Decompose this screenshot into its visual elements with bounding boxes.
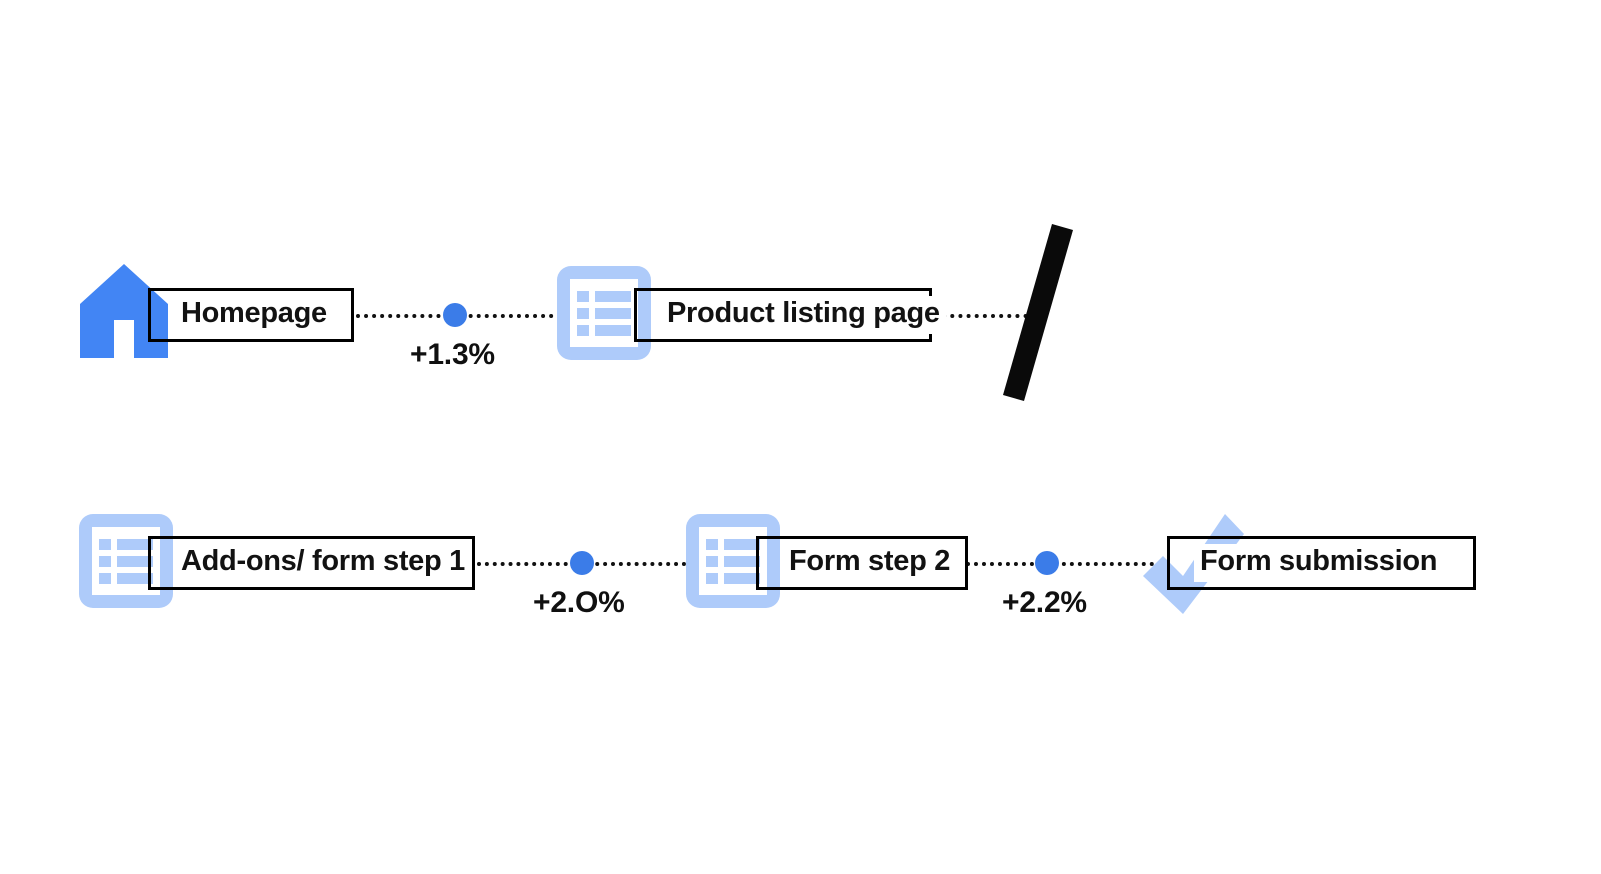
step-box-form-submission[interactable]: Form submission xyxy=(1167,536,1476,590)
home-icon xyxy=(78,262,170,358)
connector-dot-2 xyxy=(570,551,594,575)
delta-step1-to-step2: +2.O% xyxy=(533,586,625,619)
step-box-add-ons-form-step-1[interactable]: Add-ons/ form step 1 xyxy=(148,536,475,590)
connector-dot-1 xyxy=(443,303,467,327)
diagonal-slash-icon xyxy=(995,220,1085,405)
connector-plp-to-end xyxy=(934,314,1044,318)
delta-homepage-to-plp: +1.3% xyxy=(410,338,495,371)
step-label-form-submission: Form submission xyxy=(1194,544,1444,582)
connector-dot-3 xyxy=(1035,551,1059,575)
list-document-icon xyxy=(557,266,651,360)
step-box-form-step-2[interactable]: Form step 2 xyxy=(756,536,968,590)
step-box-homepage[interactable]: Homepage xyxy=(148,288,354,342)
step-label-product-listing-page: Product listing page xyxy=(661,296,946,334)
connector-homepage-to-plp xyxy=(356,314,642,318)
step-label-add-ons-form-step-1: Add-ons/ form step 1 xyxy=(175,544,472,582)
step-label-form-step-2: Form step 2 xyxy=(783,544,957,582)
delta-step2-to-submission: +2.2% xyxy=(1002,586,1087,619)
connector-step1-to-step2 xyxy=(477,562,773,566)
connector-step2-to-submission xyxy=(966,562,1170,566)
step-box-product-listing-page[interactable]: Product listing page xyxy=(634,288,946,342)
step-label-homepage: Homepage xyxy=(175,296,333,334)
